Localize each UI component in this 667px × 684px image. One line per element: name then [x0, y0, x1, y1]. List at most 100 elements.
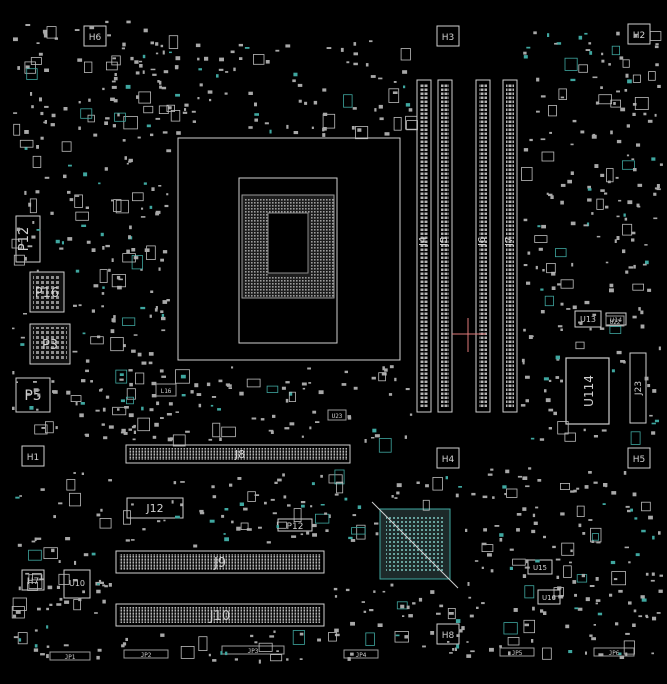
passive-component: [396, 491, 400, 495]
passive-component: [266, 385, 279, 393]
cpu-pin: [269, 283, 271, 285]
cpu-pin: [278, 208, 280, 210]
cpu-pin: [254, 262, 256, 264]
passive-component: [75, 401, 78, 406]
passive-component: [658, 589, 663, 593]
cpu-pin: [245, 271, 247, 273]
pcie-slot-outline: [115, 550, 325, 574]
cpu-pin: [314, 253, 316, 255]
passive-component: [489, 647, 494, 652]
cpu-pin: [305, 208, 307, 210]
cpu-pin: [314, 274, 316, 276]
passive-component: [90, 380, 93, 383]
mounting-hole-outline: [83, 25, 107, 47]
passive-component: [593, 624, 596, 626]
passive-component: [503, 622, 518, 635]
header-outline: [277, 518, 313, 532]
cpu-pin: [323, 295, 325, 297]
passive-component: [301, 382, 307, 386]
passive-component: [548, 105, 557, 117]
passive-component: [594, 164, 599, 168]
passive-component: [96, 589, 101, 594]
passive-component: [197, 97, 200, 100]
passive-component: [12, 406, 15, 410]
cpu-pin: [308, 283, 310, 285]
passive-component: [239, 391, 244, 396]
cpu-pin: [260, 217, 262, 219]
cpu-pin: [332, 247, 334, 249]
passive-component: [458, 629, 463, 633]
passive-component: [67, 237, 73, 241]
cpu-pin: [329, 202, 331, 204]
cpu-pin: [245, 208, 247, 210]
cpu-pin: [332, 208, 334, 210]
passive-component: [651, 652, 654, 655]
passive-component: [122, 253, 136, 263]
passive-component: [155, 52, 159, 55]
passive-component: [625, 73, 629, 78]
passive-component: [284, 427, 290, 430]
cpu-pin: [251, 217, 253, 219]
cpu-pin: [266, 208, 268, 210]
passive-component: [108, 268, 111, 272]
cpu-pin: [299, 295, 301, 297]
jumper-label: JP5: [512, 650, 523, 657]
passive-component: [34, 537, 37, 541]
passive-component: [633, 264, 636, 269]
passive-component: [142, 54, 146, 59]
cpu-pin: [263, 289, 265, 291]
cpu-pin: [323, 250, 325, 252]
passive-component: [632, 103, 637, 106]
passive-component: [160, 258, 164, 262]
passive-component: [126, 249, 130, 253]
cpu-pin: [320, 274, 322, 276]
passive-component: [313, 100, 318, 105]
cpu-pin: [272, 208, 274, 210]
passive-component: [11, 606, 25, 619]
passive-component: [299, 632, 304, 636]
passive-component: [620, 360, 626, 363]
passive-component: [185, 430, 190, 433]
passive-component: [656, 184, 660, 188]
cpu-pin: [317, 280, 319, 282]
passive-component: [461, 626, 465, 631]
passive-component: [528, 467, 532, 470]
cpu-pin: [254, 214, 256, 216]
passive-component: [591, 212, 594, 215]
passive-component: [293, 508, 302, 523]
passive-component: [611, 45, 621, 56]
cpu-pin: [257, 202, 259, 204]
passive-component: [237, 477, 242, 480]
passive-component: [616, 31, 620, 36]
cpu-pin: [320, 232, 322, 234]
cpu-pin: [302, 199, 304, 201]
passive-component: [162, 300, 168, 304]
passive-component: [129, 225, 132, 230]
cpu-pin: [260, 274, 262, 276]
cpu-pin: [251, 199, 253, 201]
cpu-pin: [332, 235, 334, 237]
passive-component: [641, 598, 647, 602]
cpu-pin: [260, 286, 262, 288]
passive-component: [75, 211, 89, 221]
chip-label: U14: [610, 317, 622, 324]
passive-component: [315, 421, 320, 423]
cpu-pin: [251, 286, 253, 288]
passive-component: [631, 238, 635, 242]
passive-component: [301, 435, 304, 438]
cpu-pin: [263, 205, 265, 207]
cpu-pin: [281, 199, 283, 201]
cpu-pin: [254, 250, 256, 252]
passive-component: [499, 645, 502, 648]
cpu-pin: [251, 202, 253, 204]
passive-component: [540, 288, 544, 291]
passive-component: [611, 571, 627, 586]
cpu-pin: [320, 283, 322, 285]
passive-component: [144, 248, 150, 252]
cpu-pin: [251, 253, 253, 255]
passive-component: [224, 92, 228, 95]
cpu-pin: [317, 220, 319, 222]
header-label: J12: [145, 502, 163, 515]
passive-component: [378, 104, 383, 109]
passive-component: [648, 515, 653, 520]
